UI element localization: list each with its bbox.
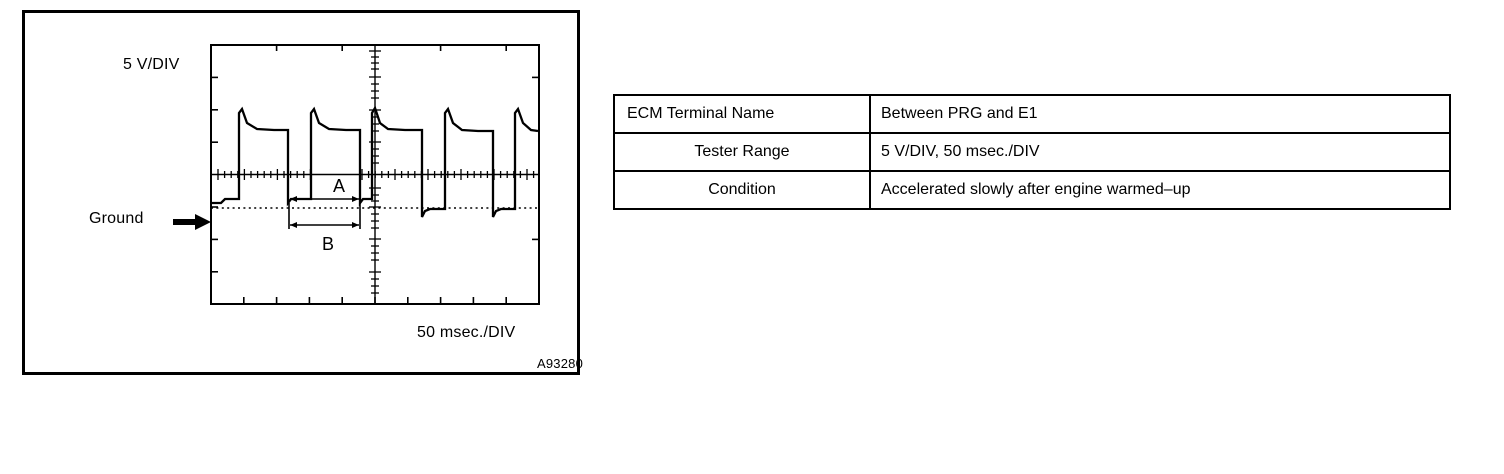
row-key-tester-range: Tester Range (613, 132, 871, 172)
volts-per-division-label: 5 V/DIV (123, 56, 180, 73)
dimension-a-arrow (290, 196, 359, 202)
table-row: Tester Range 5 V/DIV, 50 msec./DIV (613, 132, 1451, 172)
time-per-division-label: 50 msec./DIV (417, 324, 516, 341)
figure-code-label: A93280 (537, 356, 584, 371)
specification-table-body: ECM Terminal Name Between PRG and E1 Tes… (613, 94, 1451, 210)
table-row: ECM Terminal Name Between PRG and E1 (613, 94, 1451, 134)
oscilloscope-waveform-graphic (210, 44, 540, 305)
row-key-condition: Condition (613, 170, 871, 210)
row-key-ecm-terminal-name: ECM Terminal Name (613, 94, 871, 134)
specification-table: ECM Terminal Name Between PRG and E1 Tes… (613, 94, 1451, 210)
ground-label: Ground (89, 210, 144, 227)
waveform-trace (212, 105, 539, 218)
ground-pointer-arrow-icon (173, 214, 211, 230)
dimension-b-arrow (288, 203, 361, 229)
table-row: Condition Accelerated slowly after engin… (613, 170, 1451, 210)
oscilloscope-illustration-panel: 5 V/DIV Ground 50 msec./DIV A93280 A B (22, 10, 584, 375)
row-value-tester-range: 5 V/DIV, 50 msec./DIV (869, 132, 1451, 172)
dimension-a-label: A (333, 176, 346, 196)
x-axis-top-ticks (275, 45, 508, 51)
y-axis-right-ticks (532, 76, 539, 241)
y-axis-division-ticks (211, 76, 218, 273)
row-value-condition: Accelerated slowly after engine warmed–u… (869, 170, 1451, 210)
row-value-ecm-terminal-name: Between PRG and E1 (869, 94, 1451, 134)
dimension-b-label: B (322, 234, 335, 254)
